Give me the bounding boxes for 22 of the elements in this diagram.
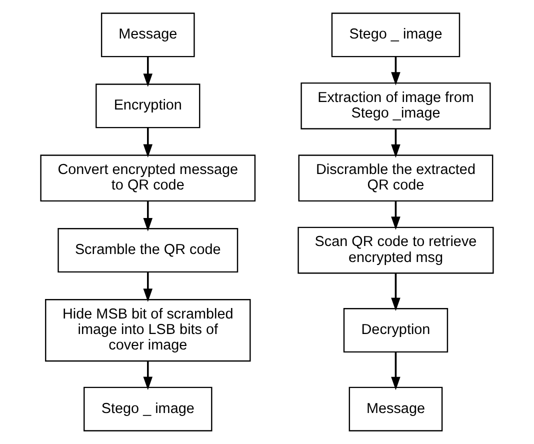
node-box: Scan QR code to retrieve encrypted msg — [298, 226, 494, 274]
arrow — [391, 56, 400, 86]
arrow — [391, 274, 400, 312]
node-box: Stego _ image — [84, 386, 212, 432]
arrow — [143, 272, 153, 302]
node-box: Extraction of image from Stego _image — [300, 82, 491, 130]
arrow — [391, 352, 400, 390]
arrow — [143, 56, 153, 87]
node-box: Message — [348, 386, 443, 432]
node-box: Message — [100, 12, 195, 58]
node-box: Hide MSB bit of scrambled image into LSB bits of cover image — [45, 299, 251, 362]
arrow — [143, 361, 153, 390]
node-box: Convert encrypted message to QR code — [40, 154, 256, 202]
arrow — [143, 128, 153, 158]
node-box: Decryption — [343, 308, 448, 353]
arrow — [143, 200, 153, 232]
arrow — [391, 200, 400, 230]
node-box: Discramble the extracted QR code — [298, 154, 494, 202]
node-box: Scramble the QR code — [58, 228, 238, 273]
arrow — [391, 128, 400, 158]
node-box: Encryption — [96, 84, 200, 128]
node-box: Stego _ image — [331, 12, 460, 58]
